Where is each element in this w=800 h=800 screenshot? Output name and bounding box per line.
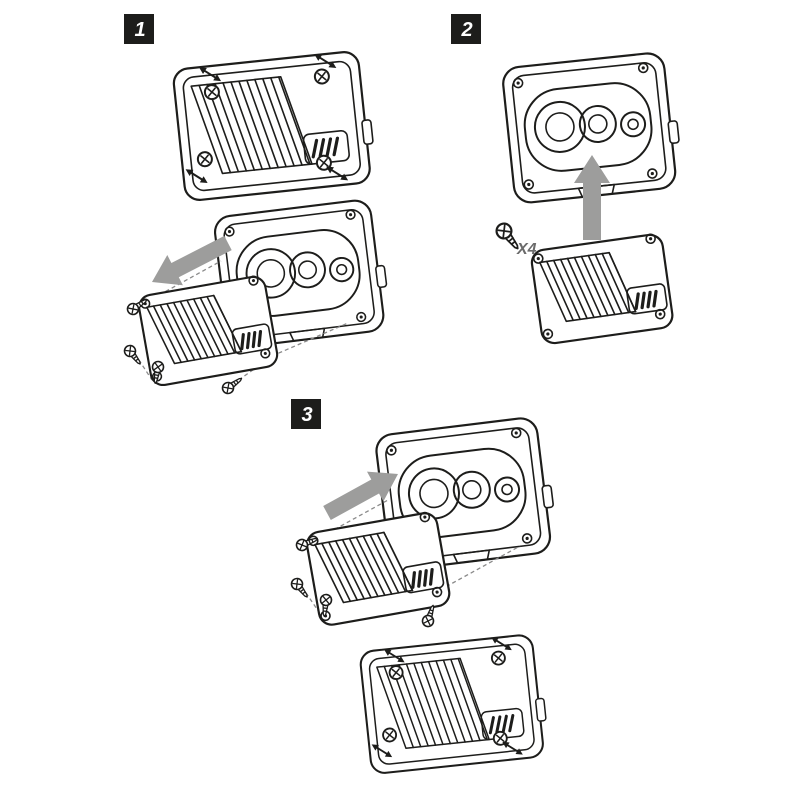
step-2: 2 X4 [451,14,685,347]
screw-icon [121,342,146,369]
screw-icon [219,373,246,397]
screw-icon [288,575,313,602]
step-3-exploded-view [288,414,560,629]
step-1-exploded-view [121,196,394,397]
headlamp-back-view-screw-in [359,630,550,774]
step-1-badge: 1 [124,14,154,44]
screw-pack: X4 [492,219,537,258]
step-2-badge: 2 [451,14,481,44]
step-2-number: 2 [460,19,472,41]
step-1-number: 1 [134,19,145,41]
step-3-number: 3 [301,404,312,426]
step-1: 1 [121,14,394,397]
battery-cover [528,231,676,347]
direction-arrow-icon [323,471,398,520]
step-3-badge: 3 [291,399,321,429]
direction-arrow-icon [574,155,610,240]
step-3: 3 [288,399,560,774]
headlamp-back-view-unscrew [172,46,377,201]
screw-count-label: X4 [516,241,537,258]
direction-arrow-icon [152,235,232,286]
